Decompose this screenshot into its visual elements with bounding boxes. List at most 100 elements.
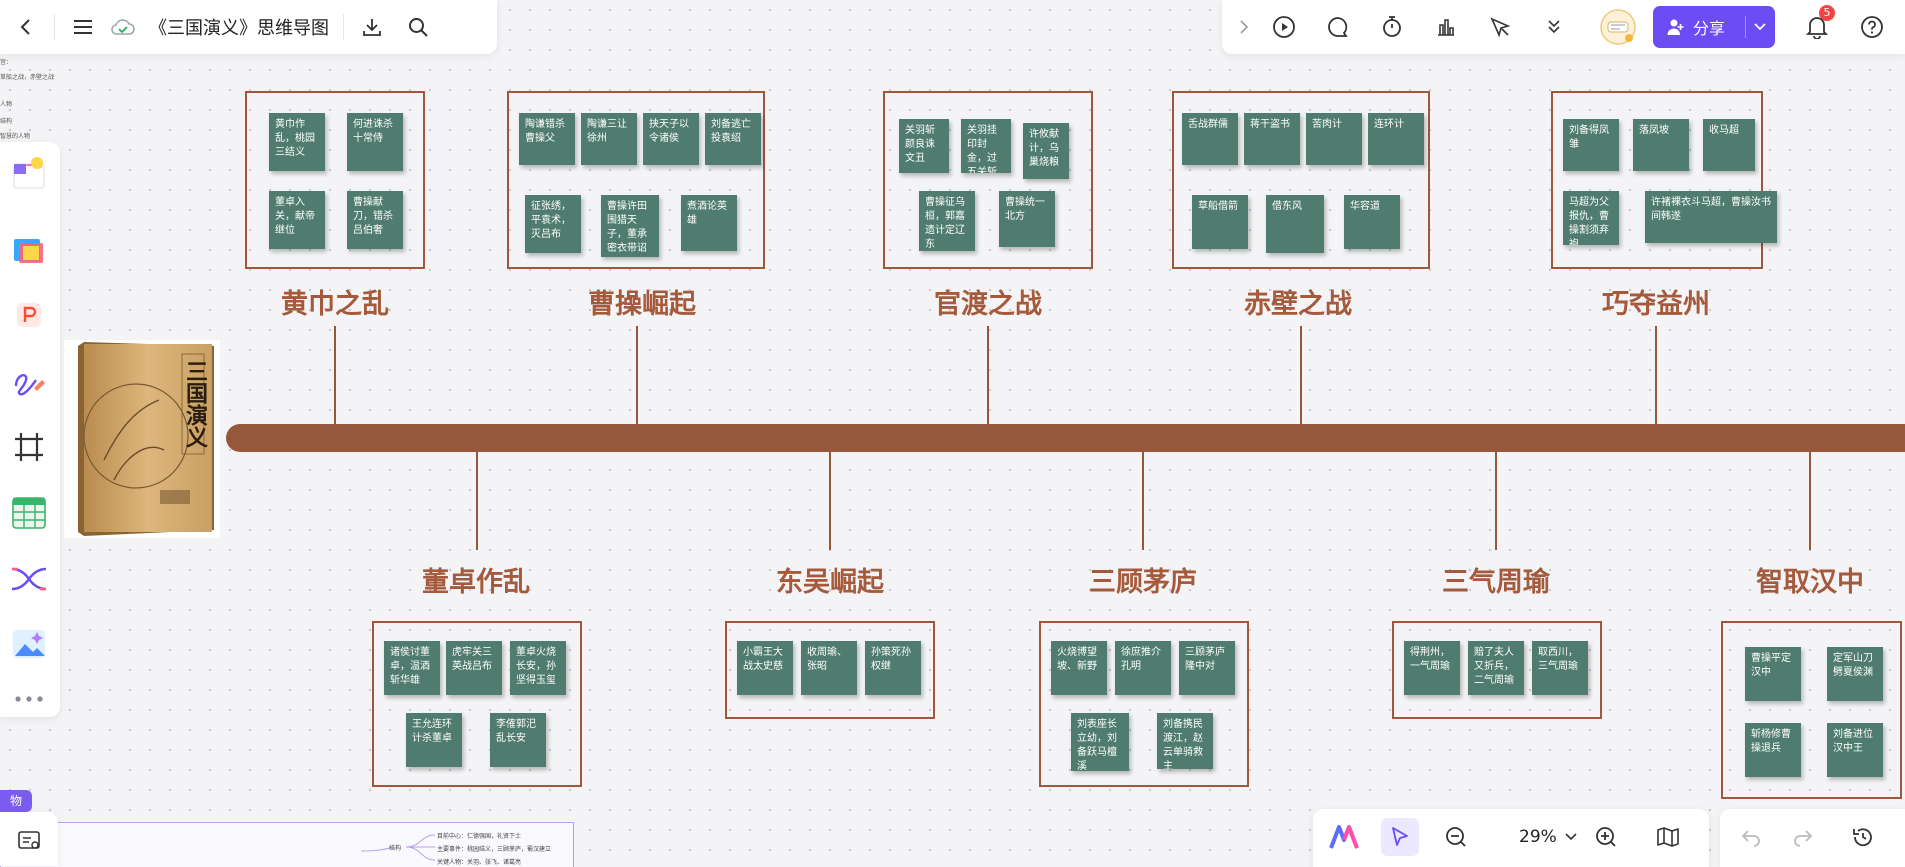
sticky-note[interactable]: 曹操平定汉中 [1745,647,1801,701]
sticky-note[interactable]: 赔了夫人又折兵，二气周瑜 [1468,641,1524,695]
event-title[interactable]: 黄巾之乱 [281,289,389,320]
sticky-note[interactable]: 王允连环计杀董卓 [406,713,462,767]
templates-tool[interactable] [8,152,50,194]
event-title[interactable]: 三气周瑜 [1442,567,1550,598]
timeline-bar[interactable] [226,424,1905,452]
frame-tool[interactable] [8,426,50,468]
mindmap-preview-frame[interactable]: 结构 目前中心：仁德强国，礼贤下士 主要事件：桃园结义，三顾茅庐，蜀汉建立 关键… [0,822,574,867]
event-group-dongzhuo[interactable]: 诸侯讨董卓，温酒斩华雄 虎牢关三英战吕布 董卓火烧长安，孙坚得玉玺 王允连环计杀… [372,621,582,787]
sticky-note[interactable]: 刘备逃亡投袁绍 [705,113,761,165]
sticky-note[interactable]: 收周瑜、张昭 [801,641,857,695]
sticky-note[interactable]: 舌战群儒 [1182,113,1238,165]
event-title[interactable]: 东吴崛起 [776,567,884,598]
sticky-note[interactable]: 刘备得凤雏 [1563,119,1619,171]
sticky-note[interactable]: 刘备进位汉中王 [1827,723,1883,777]
notification-button[interactable]: 5 [1797,5,1837,47]
search-button[interactable] [398,7,438,47]
sticky-note[interactable]: 曹操统一北方 [999,191,1055,247]
sticky-note[interactable]: 定军山刀劈夏侯渊 [1827,647,1883,701]
event-title[interactable]: 董卓作乱 [422,567,530,598]
sticky-note[interactable]: 关羽斩颜良诛文丑 [899,119,949,173]
event-title[interactable]: 赤壁之战 [1244,289,1352,320]
image-tool[interactable] [8,622,50,664]
sticky-note[interactable]: 关羽挂印封金，过五关斩六将 [961,119,1011,173]
sticky-note[interactable]: 许攸献计，乌巢烧粮 [1023,123,1069,179]
comment-button[interactable] [1318,7,1358,47]
sticky-note[interactable]: 刘备携民渡江，赵云单骑救主 [1157,713,1213,769]
book-cover-image[interactable]: 三国演义 [64,340,220,538]
event-group-yizhou[interactable]: 刘备得凤雏 落凤坡 收马超 马超为父报仇，曹操割须弃袍 许褚裸衣斗马超，曹操汝书… [1551,91,1777,269]
event-title[interactable]: 巧夺益州 [1602,289,1710,320]
menu-button[interactable] [63,7,103,47]
sticky-note[interactable]: 孙策死孙权继 [865,641,921,695]
sticky-note[interactable]: 煮酒论英雄 [681,195,737,251]
back-button[interactable] [6,7,46,47]
sticky-note[interactable]: 徐庶推介孔明 [1115,641,1171,695]
sticky-note[interactable]: 草船借箭 [1192,195,1248,249]
map-view-button[interactable] [1649,818,1687,856]
zoom-level[interactable]: 29% [1519,827,1557,847]
help-button[interactable] [1852,7,1892,47]
side-tag[interactable]: 物 [0,790,32,812]
sticky-note[interactable]: 华容道 [1344,195,1400,249]
share-button[interactable]: 分享 [1653,6,1775,48]
sticker-tool[interactable] [8,230,50,272]
sticky-note[interactable]: 连环计 [1368,113,1424,165]
sticky-note[interactable]: 董卓入关，献帝继位 [269,191,325,249]
document-title[interactable]: 《三国演义》思维导图 [149,18,329,39]
sticky-note[interactable]: 取西川，三气周瑜 [1532,641,1588,695]
sticky-note[interactable]: 曹操献刀，错杀吕伯奢 [347,191,403,249]
event-group-sanqi[interactable]: 得荆州，一气周瑜 赔了夫人又折兵，二气周瑜 取西川，三气周瑜 [1392,621,1602,719]
sticky-note[interactable]: 斩杨修曹操退兵 [1745,723,1801,777]
vote-button[interactable] [1426,7,1466,47]
timer-button[interactable] [1372,7,1412,47]
event-group-sangu[interactable]: 火烧博望坡、新野 徐庶推介孔明 三顾茅庐隆中对 刘表座长立幼，刘备跃马檀溪 刘备… [1039,621,1249,787]
sticky-note[interactable]: 借东风 [1266,195,1324,253]
present-button[interactable] [1264,7,1304,47]
event-group-guandu[interactable]: 关羽斩颜良诛文丑 关羽挂印封金，过五关斩六将 许攸献计，乌巢烧粮 曹操征乌桓，郭… [883,91,1093,269]
table-tool[interactable] [8,492,50,534]
event-title[interactable]: 曹操崛起 [588,289,696,320]
redo-button[interactable] [1784,818,1822,856]
sticky-note[interactable]: 曹操征乌桓，郭嘉遗计定辽东 [919,191,975,251]
sticky-note[interactable]: 蒋干盗书 [1244,113,1300,165]
collapse-toolbar-button[interactable] [1230,7,1258,47]
zoom-out-button[interactable] [1437,818,1475,856]
sticky-note[interactable]: 曹操许田围猎天子，董承密衣带诏 [601,195,659,257]
event-group-caocao[interactable]: 陶谦错杀曹操父 陶谦三让徐州 挟天子以令诸侯 刘备逃亡投袁绍 征张绣，平袁术，灭… [507,91,765,269]
sticky-note[interactable]: 李傕郭汜乱长安 [490,713,546,767]
pen-tool[interactable] [8,362,50,404]
sticky-note[interactable]: 诸侯讨董卓，温酒斩华雄 [384,641,440,695]
sticky-note[interactable]: 小霸王大战太史慈 [737,641,793,695]
sticky-note[interactable]: 挟天子以令诸侯 [643,113,699,165]
more-tools-button[interactable] [1534,7,1574,47]
sticky-note[interactable]: 苦肉计 [1306,113,1362,165]
user-avatar[interactable] [1598,7,1638,47]
undo-button[interactable] [1732,818,1770,856]
sticky-note[interactable]: 刘表座长立幼，刘备跃马檀溪 [1071,713,1129,771]
event-group-huangjin[interactable]: 黄巾作乱，桃园三结义 何进诛杀十常侍 董卓入关，献帝继位 曹操献刀，错杀吕伯奢 [245,91,425,269]
outline-button[interactable] [10,821,48,859]
event-title[interactable]: 智取汉中 [1756,567,1864,598]
chevron-down-icon[interactable] [1753,20,1767,34]
history-button[interactable] [1844,818,1882,856]
download-button[interactable] [352,7,392,47]
more-tools[interactable] [8,678,50,720]
sticky-note[interactable]: 马超为父报仇，曹操割须弃袍 [1563,191,1619,245]
event-title[interactable]: 官渡之战 [934,289,1042,320]
zoom-dropdown[interactable] [1561,818,1581,856]
sticky-note[interactable]: 得荆州，一气周瑜 [1404,641,1460,695]
sticky-note[interactable]: 收马超 [1703,119,1755,171]
mindmap-tool[interactable] [8,558,50,600]
sticky-note[interactable]: 许褚裸衣斗马超，曹操汝书间韩遂 [1645,191,1777,243]
sticky-note[interactable]: 黄巾作乱，桃园三结义 [269,113,325,171]
zoom-in-button[interactable] [1587,818,1625,856]
sticky-note[interactable]: 火烧博望坡、新野 [1051,641,1107,695]
sticky-note[interactable]: 陶谦错杀曹操父 [519,113,575,165]
sticky-note[interactable]: 董卓火烧长安，孙坚得玉玺 [510,641,566,695]
event-title[interactable]: 三顾茅庐 [1089,567,1197,598]
select-tool-button[interactable] [1381,818,1419,856]
sticky-note[interactable]: 三顾茅庐隆中对 [1179,641,1235,695]
text-style-tool[interactable] [8,294,50,336]
sticky-note[interactable]: 虎牢关三英战吕布 [446,641,502,695]
